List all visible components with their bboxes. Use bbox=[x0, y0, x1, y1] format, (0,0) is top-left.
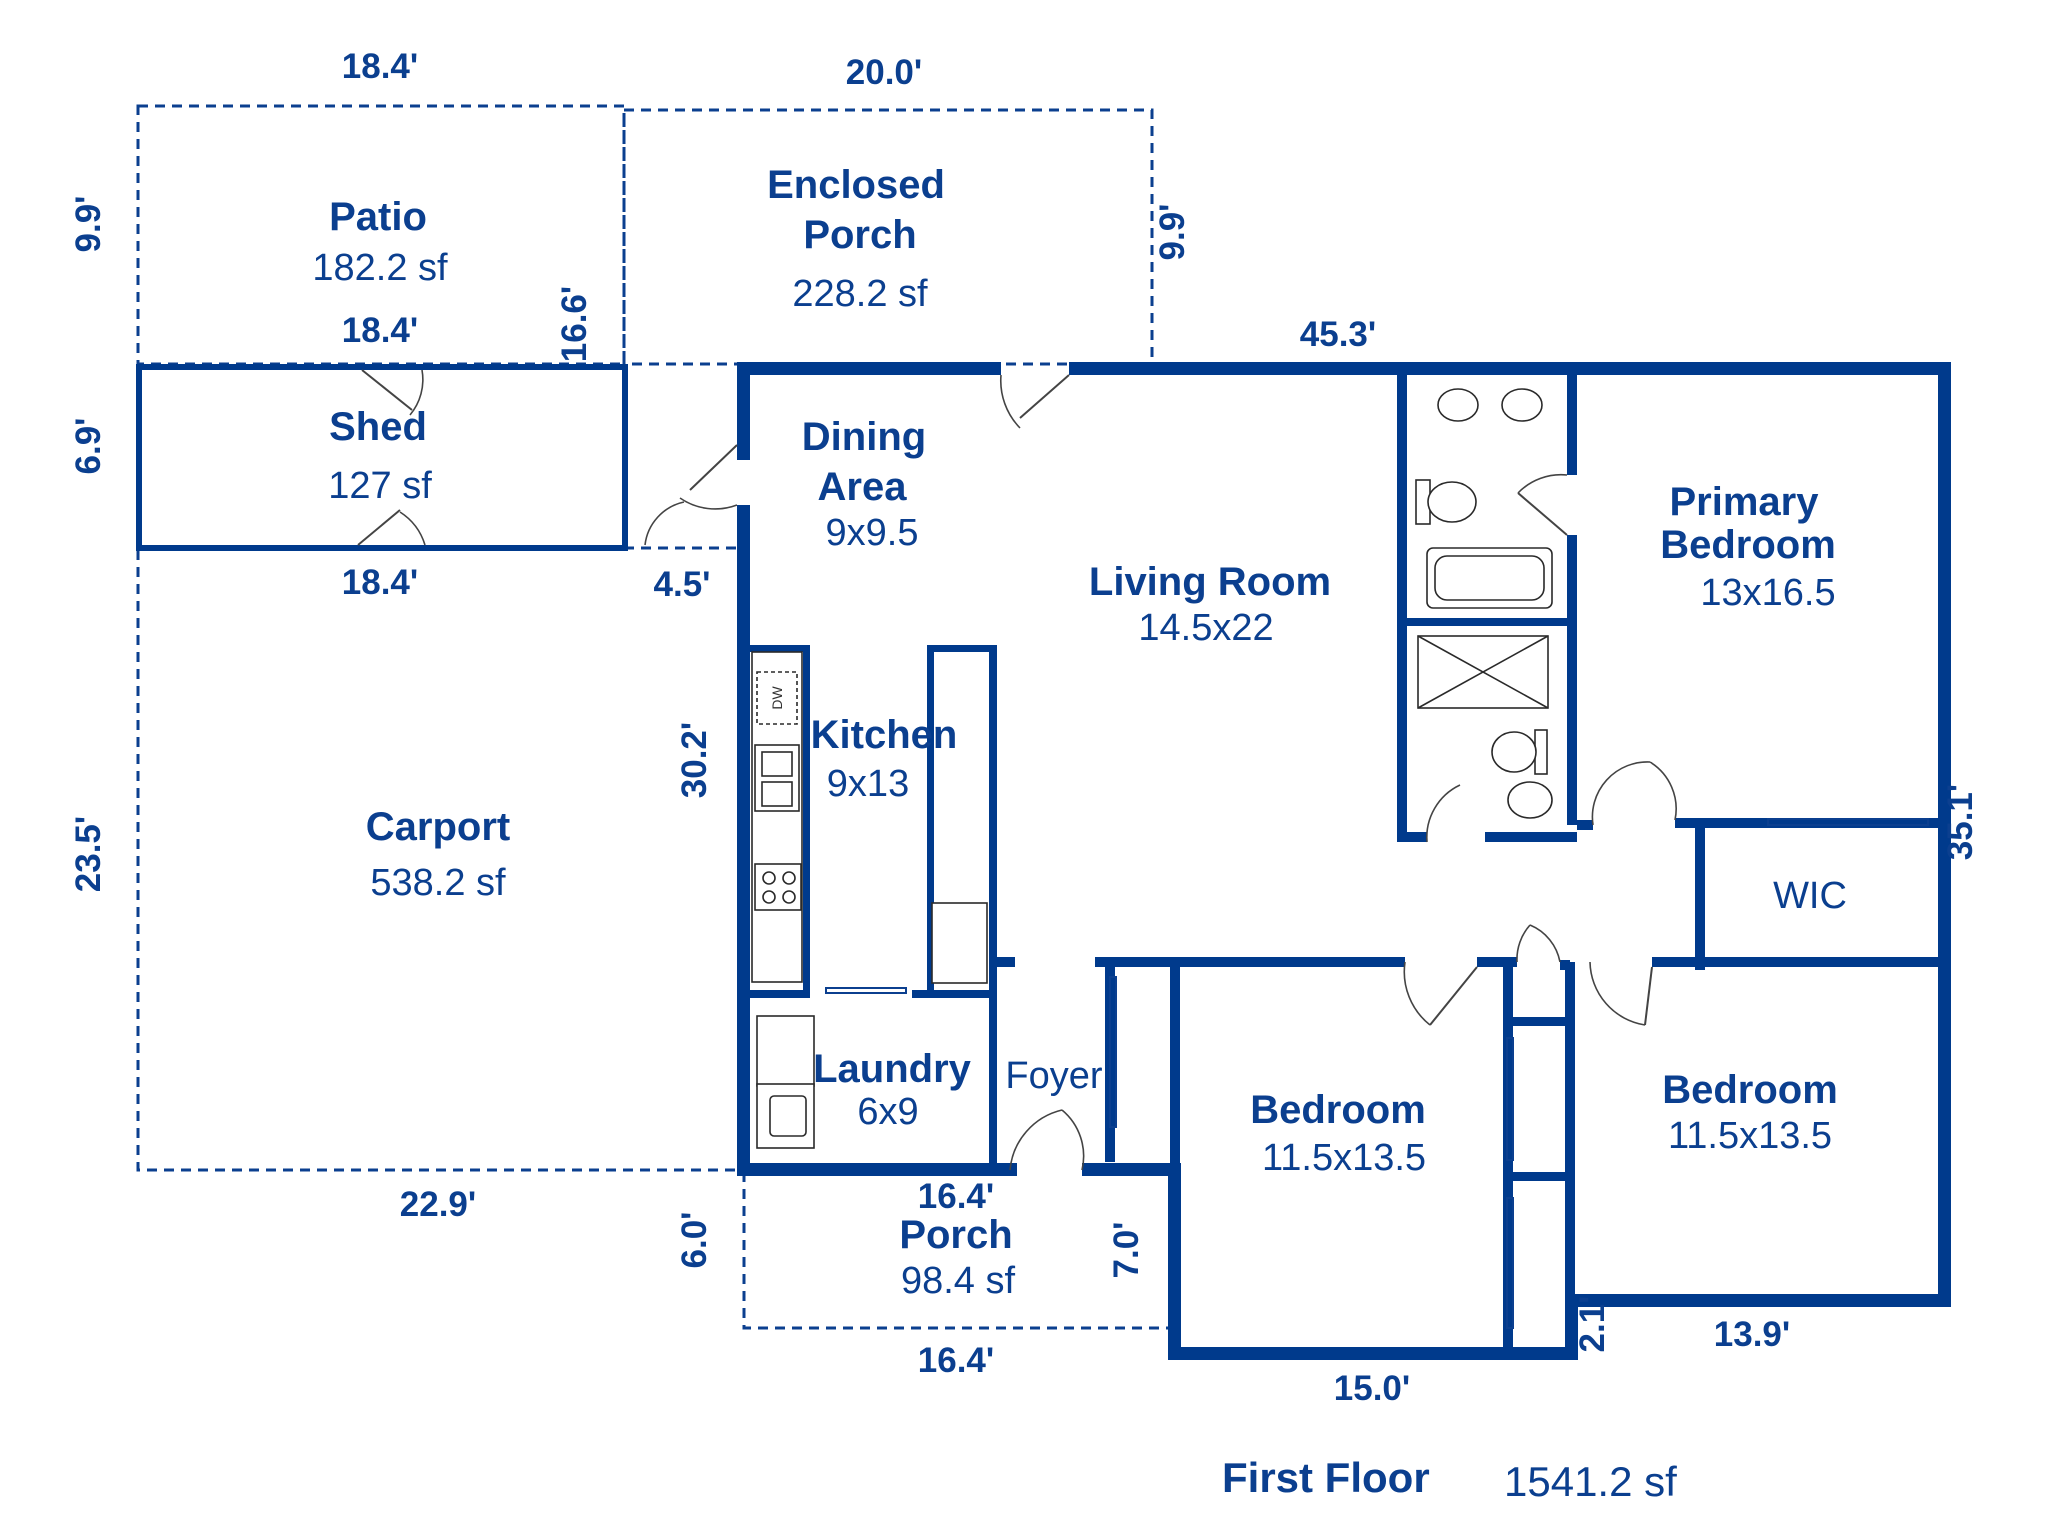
dim-kitchen-side: 30.2' bbox=[675, 722, 714, 798]
dim-patio-bottom: 18.4' bbox=[342, 311, 418, 350]
enclosed-porch-size: 228.2 sf bbox=[792, 273, 928, 315]
living-size: 14.5x22 bbox=[1138, 607, 1273, 649]
porch-name: Porch bbox=[899, 1213, 1012, 1257]
bedroom-2-size: 11.5x13.5 bbox=[1262, 1137, 1426, 1179]
shed-name: Shed bbox=[329, 405, 427, 449]
primary-bedroom-size: 13x16.5 bbox=[1700, 572, 1835, 614]
dining-size: 9x9.5 bbox=[826, 512, 919, 554]
kitchen-size: 9x13 bbox=[827, 763, 909, 805]
floor-summary: First Floor 1541.2 sf bbox=[1222, 1454, 1677, 1505]
dimension-labels: 18.4' 20.0' 9.9' 9.9' 18.4' 16.6' 45.3' … bbox=[69, 47, 1980, 1408]
enclosed-porch-name-1: Enclosed bbox=[767, 163, 945, 207]
carport-size: 538.2 sf bbox=[370, 862, 506, 904]
dim-carport-left: 23.5' bbox=[69, 816, 108, 892]
porch-size: 98.4 sf bbox=[901, 1260, 1016, 1302]
dim-porch-top: 20.0' bbox=[846, 53, 922, 92]
dim-gap: 4.5' bbox=[654, 565, 711, 604]
bedroom-3-size: 11.5x13.5 bbox=[1668, 1115, 1832, 1157]
dim-porch-top-width: 16.4' bbox=[918, 1177, 994, 1216]
dim-house-top: 45.3' bbox=[1300, 315, 1376, 354]
dim-enclosed-porch-right: 9.9' bbox=[1153, 204, 1192, 261]
dim-carport-bottom: 22.9' bbox=[400, 1185, 476, 1224]
kitchen-name: Kitchen bbox=[811, 713, 958, 757]
laundry-name: Laundry bbox=[813, 1047, 972, 1091]
doors bbox=[357, 369, 1929, 1329]
floor-area: 1541.2 sf bbox=[1504, 1458, 1677, 1505]
enclosed-porch-name-2: Porch bbox=[803, 213, 916, 257]
wic-name: WIC bbox=[1773, 875, 1847, 917]
primary-bedroom-name-2: Bedroom bbox=[1660, 523, 1836, 567]
exterior-walls bbox=[737, 362, 1951, 1360]
dim-shed-bottom: 18.4' bbox=[342, 563, 418, 602]
bedroom-2-name: Bedroom bbox=[1250, 1088, 1426, 1132]
bedroom-3-name: Bedroom bbox=[1662, 1068, 1838, 1112]
shed-walls bbox=[136, 364, 628, 551]
room-labels: Patio 182.2 sf Enclosed Porch 228.2 sf S… bbox=[312, 163, 1847, 1302]
carport-name: Carport bbox=[366, 805, 510, 849]
laundry-size: 6x9 bbox=[857, 1091, 918, 1133]
living-name: Living Room bbox=[1089, 560, 1331, 604]
dim-house-right: 35.1' bbox=[1941, 784, 1980, 860]
dim-shed-right: 16.6' bbox=[555, 286, 594, 362]
fixtures: DW bbox=[751, 388, 1553, 1149]
primary-bedroom-name-1: Primary bbox=[1670, 480, 1820, 524]
dim-patio-left: 9.9' bbox=[69, 196, 108, 253]
carport-outline bbox=[136, 550, 740, 1172]
dim-bedroom-bottom: 15.0' bbox=[1334, 1369, 1410, 1408]
floor-title: First Floor bbox=[1222, 1454, 1430, 1501]
dim-porch-bottom: 16.4' bbox=[918, 1341, 994, 1380]
porch-outline bbox=[742, 1172, 1172, 1330]
dim-porch-left: 6.0' bbox=[675, 1212, 714, 1269]
dining-name-2: Area bbox=[818, 465, 908, 509]
dishwasher-label: DW bbox=[769, 686, 785, 710]
dim-bedroom-right-bottom: 13.9' bbox=[1714, 1315, 1790, 1354]
dim-shed-left: 6.9' bbox=[69, 418, 108, 475]
dim-small-step: 2.1' bbox=[1573, 1296, 1612, 1353]
patio-size: 182.2 sf bbox=[312, 247, 448, 289]
shed-size: 127 sf bbox=[328, 465, 432, 507]
foyer-name: Foyer bbox=[1005, 1055, 1102, 1097]
dining-name-1: Dining bbox=[802, 415, 926, 459]
dim-porch-right: 7.0' bbox=[1107, 1222, 1146, 1279]
patio-name: Patio bbox=[329, 195, 427, 239]
dim-patio-top: 18.4' bbox=[342, 47, 418, 86]
